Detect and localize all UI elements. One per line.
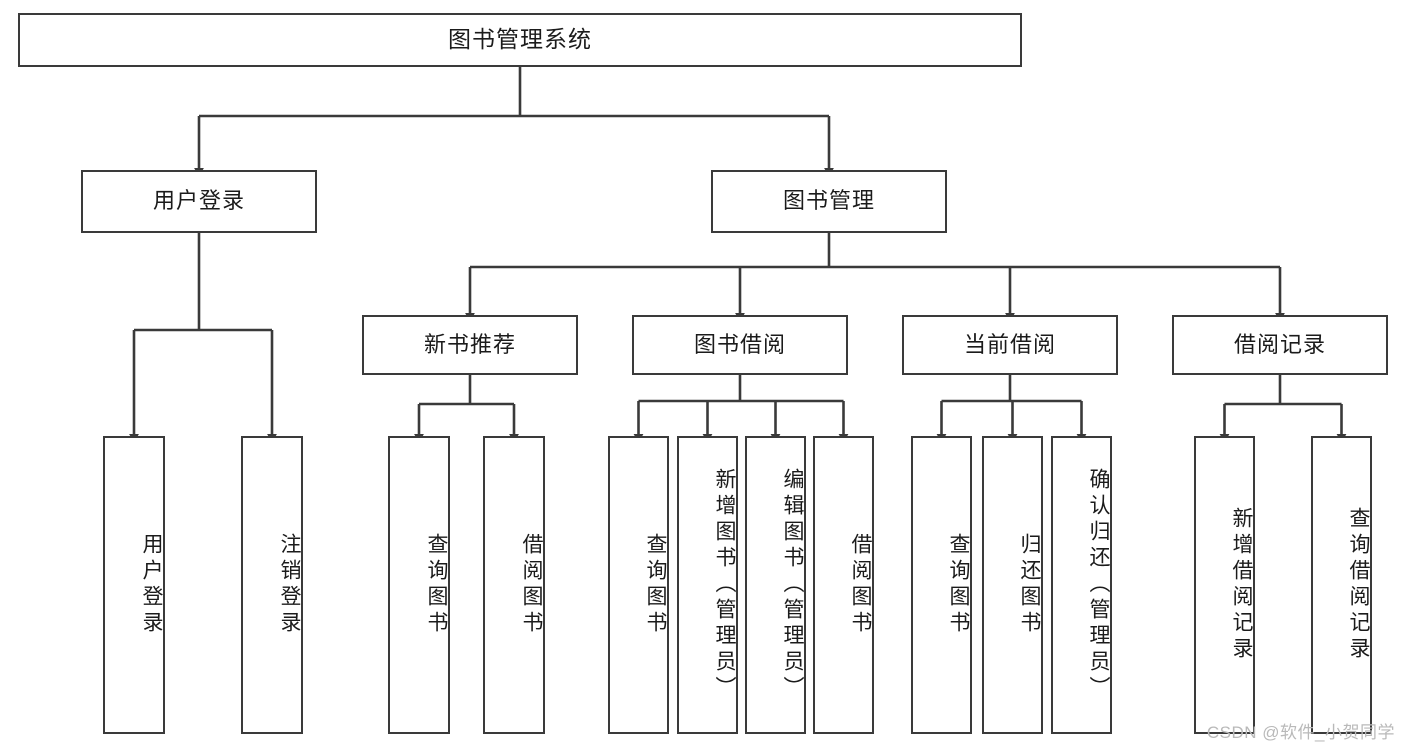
- node-current-borrow[interactable]: 当前借阅: [902, 315, 1118, 375]
- node-label: 新增图书（管理员）: [713, 468, 736, 702]
- node-label: 借阅图书: [520, 533, 543, 637]
- node-label: 新增借阅记录: [1230, 507, 1253, 663]
- node-label: 图书管理: [782, 188, 875, 214]
- node-book-borrow[interactable]: 图书借阅: [632, 315, 848, 375]
- node-leaf-borrow-book-2[interactable]: 借阅图书: [813, 436, 874, 734]
- node-leaf-query-book-1[interactable]: 查询图书: [388, 436, 450, 734]
- node-borrow-record[interactable]: 借阅记录: [1172, 315, 1388, 375]
- node-leaf-user-login[interactable]: 用户登录: [103, 436, 165, 734]
- node-label: 新书推荐: [423, 331, 516, 357]
- node-label: 图书借阅: [693, 331, 786, 357]
- node-leaf-borrow-book-1[interactable]: 借阅图书: [483, 436, 545, 734]
- node-label: 当前借阅: [963, 331, 1056, 357]
- node-leaf-edit-book[interactable]: 编辑图书（管理员）: [745, 436, 806, 734]
- node-label: 借阅记录: [1233, 331, 1326, 357]
- node-root[interactable]: 图书管理系统: [18, 13, 1022, 67]
- node-label: 查询借阅记录: [1347, 507, 1370, 663]
- node-label: 用户登录: [152, 188, 245, 214]
- node-label: 编辑图书（管理员）: [781, 468, 804, 702]
- node-user-login[interactable]: 用户登录: [81, 170, 317, 233]
- node-leaf-query-record[interactable]: 查询借阅记录: [1311, 436, 1372, 734]
- node-label: 查询图书: [644, 533, 667, 637]
- node-label: 查询图书: [425, 533, 448, 637]
- node-label: 图书管理系统: [448, 26, 592, 53]
- node-leaf-add-record[interactable]: 新增借阅记录: [1194, 436, 1255, 734]
- node-leaf-confirm-return[interactable]: 确认归还（管理员）: [1051, 436, 1112, 734]
- node-label: 查询图书: [947, 533, 970, 637]
- node-leaf-logout[interactable]: 注销登录: [241, 436, 303, 734]
- node-book-manage[interactable]: 图书管理: [711, 170, 947, 233]
- node-leaf-add-book[interactable]: 新增图书（管理员）: [677, 436, 738, 734]
- node-new-book-rec[interactable]: 新书推荐: [362, 315, 578, 375]
- node-label: 注销登录: [278, 533, 301, 637]
- node-leaf-query-book-3[interactable]: 查询图书: [911, 436, 972, 734]
- node-label: 确认归还（管理员）: [1087, 468, 1110, 702]
- node-leaf-return-book[interactable]: 归还图书: [982, 436, 1043, 734]
- node-label: 用户登录: [140, 533, 163, 637]
- node-label: 借阅图书: [849, 533, 872, 637]
- node-leaf-query-book-2[interactable]: 查询图书: [608, 436, 669, 734]
- node-label: 归还图书: [1018, 533, 1041, 637]
